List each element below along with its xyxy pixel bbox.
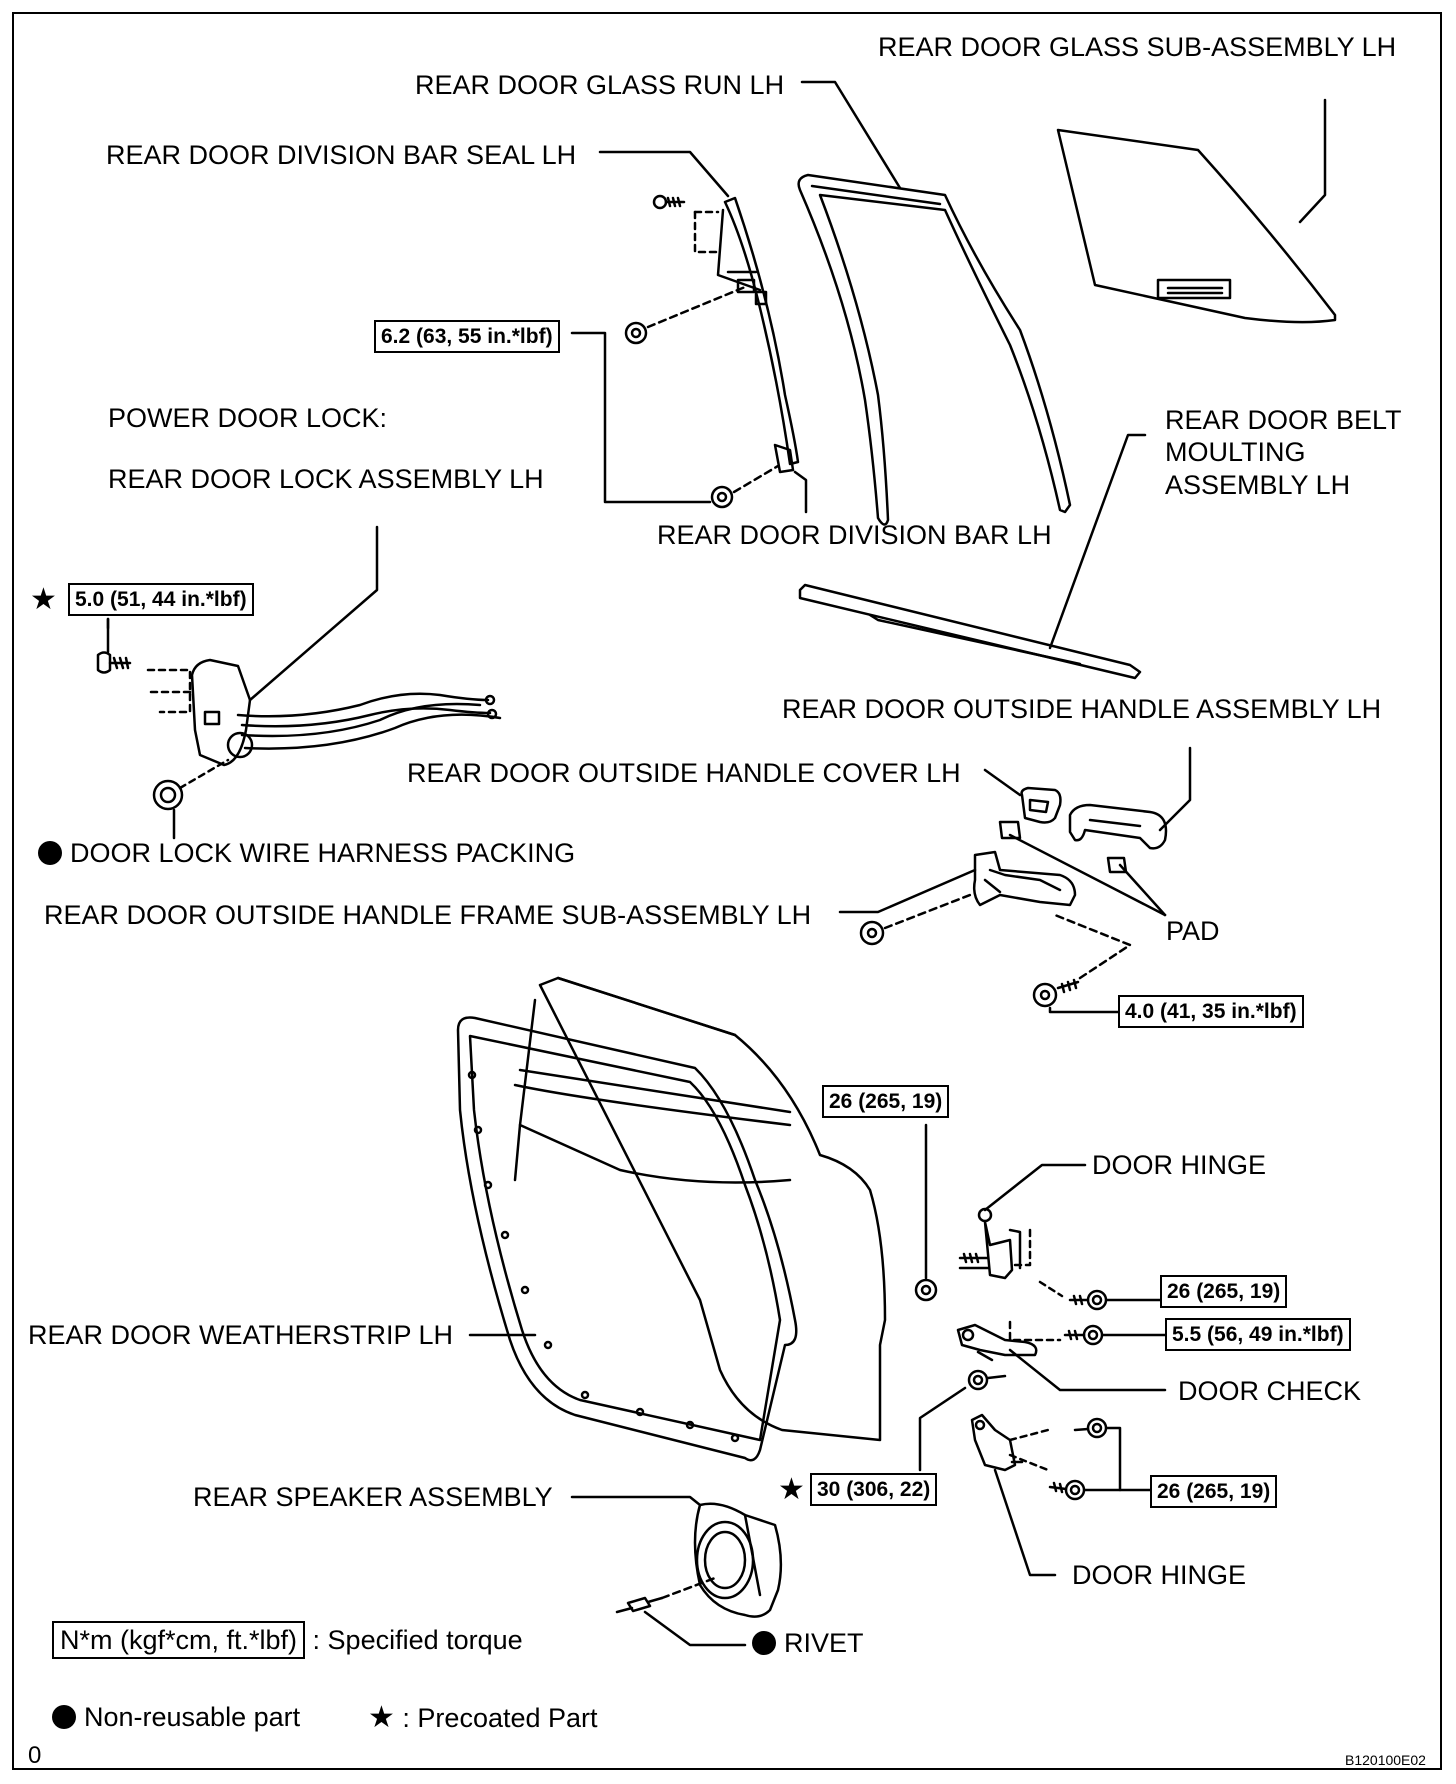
- label-glass-run: REAR DOOR GLASS RUN LH: [415, 70, 785, 100]
- lower-hinge-bolt-lower: [1048, 1479, 1086, 1501]
- door-check-bolt: [1008, 1320, 1167, 1346]
- legend-torque-box: N*m (kgf*cm, ft.*lbf): [52, 1621, 306, 1659]
- label-outside-handle-frame: REAR DOOR OUTSIDE HANDLE FRAME SUB-ASSEM…: [44, 900, 812, 930]
- label-outside-handle-assembly: REAR DOOR OUTSIDE HANDLE ASSEMBLY LH: [782, 694, 1382, 724]
- label-weatherstrip: REAR DOOR WEATHERSTRIP LH: [28, 1320, 454, 1350]
- upper-hinge-bolt: [1038, 1280, 1162, 1311]
- legend-torque-text: : Specified torque: [312, 1625, 523, 1655]
- legend-non-reusable: Non-reusable part: [52, 1702, 300, 1733]
- label-power-door-lock: POWER DOOR LOCK:: [108, 403, 388, 433]
- pad-parts: [998, 820, 1128, 874]
- upper-hinge-part: [958, 1207, 1032, 1280]
- label-rivet: RIVET: [752, 1630, 864, 1657]
- upper-hinge-leader: [983, 1163, 1087, 1212]
- glass-run-leader: [800, 80, 902, 190]
- door-lock-part: [190, 658, 502, 767]
- label-door-hinge-lower: DOOR HINGE: [1072, 1560, 1247, 1590]
- corner-mark: 0: [28, 1742, 42, 1769]
- handle-frame-bolt-left: [859, 893, 972, 946]
- lower-hinge-bolt-upper: [1073, 1417, 1108, 1439]
- door-check-leader: [1008, 1348, 1167, 1392]
- lower-hinge-leader: [993, 1468, 1057, 1577]
- torque-door-check-body-bolt: 30 (306, 22): [810, 1473, 938, 1507]
- legend-precoated-text: : Precoated Part: [402, 1703, 598, 1733]
- division-bar-seal-leader: [598, 150, 730, 198]
- legend-precoated: ★ : Precoated Part: [368, 1700, 598, 1735]
- belt-moulding-part: [798, 583, 1142, 680]
- hinge-nut: [914, 1123, 938, 1302]
- label-door-check: DOOR CHECK: [1178, 1376, 1362, 1406]
- torque-door-lock-screw: 5.0 (51, 44 in.*lbf): [68, 583, 254, 617]
- legend-non-reusable-text: Non-reusable part: [84, 1702, 301, 1732]
- label-door-hinge-upper: DOOR HINGE: [1092, 1150, 1267, 1180]
- belt-moulding-leader: [1048, 433, 1147, 650]
- non-reusable-dot-icon: [752, 1631, 776, 1655]
- precoated-star-icon: ★: [30, 583, 57, 616]
- division-bolt-low: [710, 464, 780, 509]
- rear-speaker-leader: [570, 1495, 702, 1507]
- label-division-bar-seal: REAR DOOR DIVISION BAR SEAL LH: [106, 140, 577, 170]
- label-wire-harness-packing: DOOR LOCK WIRE HARNESS PACKING: [38, 840, 575, 867]
- outside-handle-leader: [1158, 746, 1192, 832]
- glass-run-part: [797, 173, 1072, 526]
- label-pad: PAD: [1166, 916, 1220, 946]
- torque-lower-hinge-bolts: 26 (265, 19): [1150, 1475, 1278, 1509]
- label-belt-moulding: REAR DOOR BELT MOULTING ASSEMBLY LH: [1165, 405, 1402, 500]
- handle-frame-bolt-right: [1032, 913, 1132, 1014]
- label-rivet-text: RIVET: [784, 1628, 864, 1658]
- weatherstrip-part: [456, 1016, 798, 1462]
- legend-torque: N*m (kgf*cm, ft.*lbf) : Specified torque: [52, 1621, 523, 1659]
- door-check-body-bolt: [918, 1369, 1007, 1472]
- label-outside-handle-cover: REAR DOOR OUTSIDE HANDLE COVER LH: [407, 758, 961, 788]
- non-reusable-dot-icon: [38, 841, 62, 865]
- harness-packing-part: [152, 758, 230, 840]
- label-glass-subassembly: REAR DOOR GLASS SUB-ASSEMBLY LH: [878, 32, 1397, 62]
- door-lock-screw: [96, 617, 192, 714]
- lower-hinge-part: [970, 1413, 1050, 1472]
- speaker-rivet: [615, 1576, 747, 1647]
- label-rear-speaker: REAR SPEAKER ASSEMBLY: [193, 1482, 553, 1512]
- torque-division-bar-bolts: 6.2 (63, 55 in.*lbf): [374, 320, 560, 354]
- handle-frame-part: [972, 850, 1077, 907]
- precoated-star-icon: ★: [778, 1473, 805, 1506]
- pad-leaders: [1008, 833, 1167, 917]
- door-lock-leader: [248, 525, 379, 702]
- division-screw-top: [652, 194, 720, 254]
- label-door-lock-assembly: REAR DOOR LOCK ASSEMBLY LH: [108, 464, 544, 494]
- division-bolt-bracket: [570, 331, 712, 504]
- precoated-star-icon: ★: [368, 1701, 395, 1734]
- division-bolt-mid: [624, 285, 747, 345]
- torque-door-check-bolt: 5.5 (56, 49 in.*lbf): [1165, 1318, 1351, 1352]
- figure-frame: [12, 12, 1442, 1770]
- torque-handle-frame-bolt: 4.0 (41, 35 in.*lbf): [1118, 995, 1304, 1029]
- handle-cover-leader: [983, 768, 1022, 797]
- glass-leader: [1298, 98, 1327, 224]
- non-reusable-dot-icon: [52, 1705, 76, 1729]
- door-check-part: [956, 1323, 1038, 1362]
- door-glass-part: [1056, 128, 1337, 324]
- label-wire-harness-packing-text: DOOR LOCK WIRE HARNESS PACKING: [70, 838, 576, 868]
- torque-hinge-nut: 26 (265, 19): [822, 1085, 950, 1119]
- label-division-bar: REAR DOOR DIVISION BAR LH: [657, 520, 1052, 550]
- division-bar-leader: [793, 470, 808, 514]
- outside-handle-part: [1068, 803, 1168, 850]
- door-panel-part: [513, 976, 887, 1442]
- figure-code: B120100E02: [1345, 1752, 1426, 1768]
- rear-speaker-part: [693, 1502, 783, 1618]
- handle-frame-leader: [838, 868, 977, 914]
- handle-cover-part: [1020, 786, 1062, 824]
- division-bar-part: [716, 196, 800, 474]
- torque-upper-hinge-bolt: 26 (265, 19): [1160, 1275, 1288, 1309]
